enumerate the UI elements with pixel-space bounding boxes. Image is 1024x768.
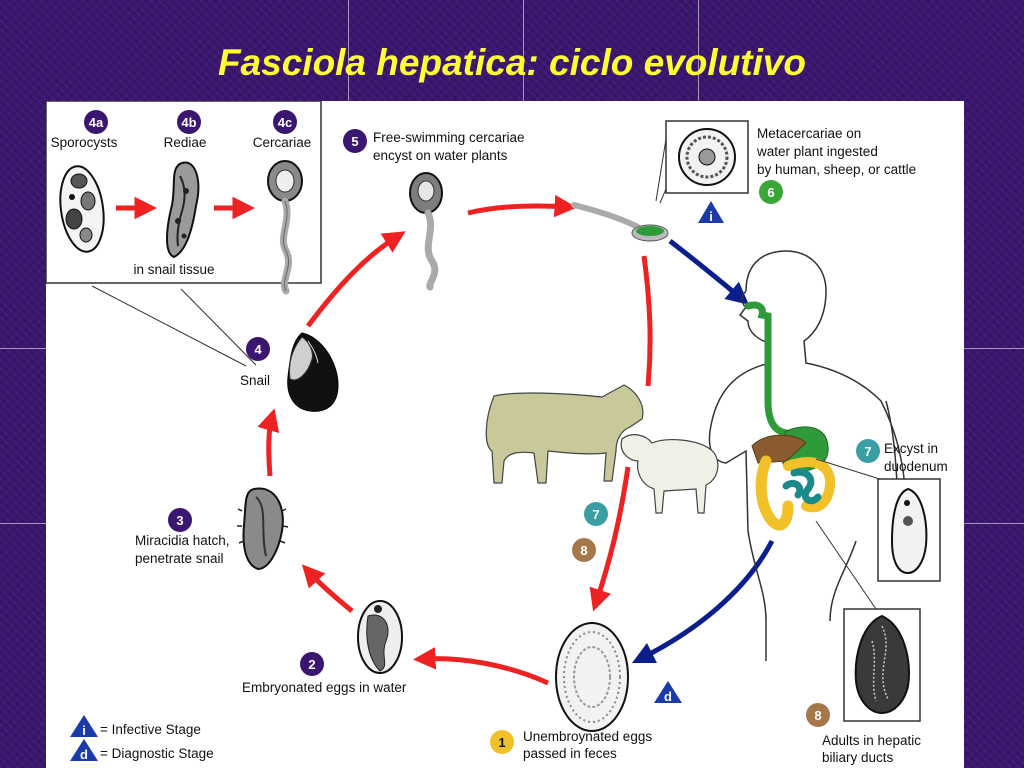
infective-marker-6-text: i (709, 209, 713, 224)
unembryonated-egg-drawing (555, 622, 629, 732)
stage-3-line-2: penetrate snail (135, 551, 224, 566)
arrow-human-to-eggs (631, 539, 775, 664)
legend-diagnostic-text: = Diagnostic Stage (100, 746, 214, 761)
badge-4b: 4b (177, 110, 201, 134)
badge-8-animal-text: 8 (580, 543, 587, 558)
arrow-cercariae-to-plant (467, 194, 577, 218)
badge-5-text: 5 (351, 134, 358, 149)
badge-2: 2 (300, 652, 324, 676)
badge-7-animal-text: 7 (592, 507, 599, 522)
redia-drawing (166, 161, 200, 259)
badge-1-text: 1 (498, 735, 505, 750)
badge-4c: 4c (273, 110, 297, 134)
badge-5: 5 (343, 129, 367, 153)
life-cycle-svg: 4a Sporocysts 4b Rediae 4c Cercariae (46, 101, 948, 765)
arrow-snail-to-cercariae (306, 231, 406, 328)
stage-8-line-2: biliary ducts (822, 750, 894, 765)
badge-3-text: 3 (176, 513, 183, 528)
stage-7-line-2: duodenum (884, 459, 948, 474)
stage-1-line-1: Unembroynated eggs (523, 729, 652, 744)
rediae-label: Rediae (164, 135, 207, 150)
embryonated-egg-drawing (357, 600, 403, 674)
badge-8-animal: 8 (572, 538, 596, 562)
diagnostic-marker-1-text: d (664, 689, 672, 704)
badge-7-human-text: 7 (864, 444, 871, 459)
badge-8-human-text: 8 (814, 708, 821, 723)
legend: i = Infective Stage d = Diagnostic Stage (70, 715, 214, 762)
arrow-plant-to-animals (641, 255, 653, 387)
stage-5-line-1: Free-swimming cercariae (373, 130, 525, 145)
arrow-plant-to-human (668, 239, 749, 305)
legend-infective-triangle: i (70, 715, 98, 738)
metacercaria-box (665, 120, 749, 194)
badge-1: 1 (490, 730, 514, 754)
miracidium-drawing (237, 487, 289, 571)
stage-2-line-1: Embryonated eggs in water (242, 680, 407, 695)
legend-diagnostic-triangle: d (70, 739, 98, 762)
arrow-animals-to-eggs (589, 466, 631, 612)
arrow-eggs-to-embryonated (413, 647, 550, 686)
legend-infective-text: = Infective Stage (100, 722, 201, 737)
badge-4a-text: 4a (89, 115, 104, 130)
sheep-drawing (620, 434, 719, 514)
infective-marker-6: i (698, 201, 724, 224)
cercaria-inset-drawing (267, 160, 303, 295)
arrow-embryonated-to-miracidia (301, 564, 354, 613)
cow-drawing (485, 384, 644, 484)
stage-5-line-2: encyst on water plants (373, 148, 508, 163)
badge-6: 6 (759, 180, 783, 204)
badge-4-text: 4 (254, 342, 262, 357)
stage-8-line-1: Adults in hepatic (822, 733, 921, 748)
stage-7-line-1: Excyst in (884, 441, 938, 456)
arrow-miracidia-to-snail (257, 408, 280, 477)
sporocysts-label: Sporocysts (51, 135, 118, 150)
excysted-fluke-box (877, 478, 941, 582)
badge-3: 3 (168, 508, 192, 532)
sporocyst-drawing (59, 165, 105, 253)
slide-title: Fasciola hepatica: ciclo evolutivo (217, 42, 807, 83)
badge-4a: 4a (84, 110, 108, 134)
badge-4: 4 (246, 337, 270, 361)
badge-4c-text: 4c (278, 115, 292, 130)
badge-7-human: 7 (856, 439, 880, 463)
badge-8-human: 8 (806, 703, 830, 727)
cercariae-label: Cercariae (253, 135, 312, 150)
badge-6-text: 6 (767, 185, 774, 200)
spoon-plant-drawing (571, 202, 669, 242)
snail-drawing (287, 332, 339, 412)
diagnostic-marker-1: d (654, 681, 682, 704)
inset-caption: in snail tissue (133, 262, 214, 277)
snail-tissue-inset: 4a Sporocysts 4b Rediae 4c Cercariae (46, 101, 322, 367)
legend-diagnostic-symbol: d (80, 747, 88, 762)
life-cycle-diagram: 4a Sporocysts 4b Rediae 4c Cercariae (46, 101, 964, 768)
stage-4-line-1: Snail (240, 373, 270, 388)
badge-2-text: 2 (308, 657, 315, 672)
stage-6-line-1: Metacercariae on (757, 126, 861, 141)
stage-1-line-2: passed in feces (523, 746, 617, 761)
adult-fluke-box (843, 608, 921, 722)
badge-7-animal: 7 (584, 502, 608, 526)
human-figure (708, 250, 907, 661)
legend-infective-symbol: i (82, 723, 86, 738)
badge-4b-text: 4b (181, 115, 196, 130)
free-cercaria-drawing (409, 172, 443, 291)
stage-6-line-2: water plant ingested (756, 144, 878, 159)
stage-6-line-3: by human, sheep, or cattle (757, 162, 916, 177)
stage-3-line-1: Miracidia hatch, (135, 533, 230, 548)
